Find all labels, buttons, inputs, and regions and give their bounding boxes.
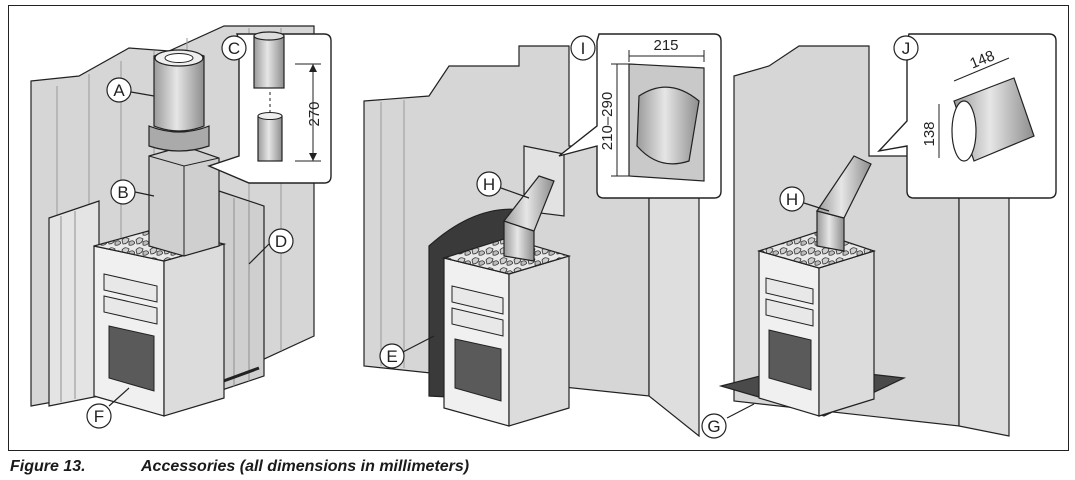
label-j: J <box>902 39 911 58</box>
panel-wall-connection: 215 210–290 <box>363 33 722 438</box>
dim-215-label: 215 <box>653 37 678 54</box>
label-b: B <box>117 183 128 202</box>
label-circles <box>86 35 919 439</box>
dim-138-label: 138 <box>921 121 938 146</box>
label-e-circle <box>379 343 405 369</box>
figure-frame: 270 215 210–290 <box>8 5 1069 451</box>
label-h1-circle <box>476 171 502 197</box>
panel-protective-sheath: 270 <box>30 25 332 417</box>
dim-210-290-label: 210–290 <box>599 92 616 150</box>
label-i: I <box>581 39 586 58</box>
connection-pipe-h <box>503 175 555 232</box>
panel-floor-protection: 148 138 <box>718 33 1057 437</box>
label-a: A <box>113 81 125 100</box>
label-c-circle <box>221 35 247 61</box>
figure-caption: Figure 13. Accessories (all dimensions i… <box>10 456 1070 478</box>
label-d-circle <box>268 228 294 254</box>
label-j-circle <box>893 35 919 61</box>
callout-c <box>207 33 332 184</box>
label-d: D <box>275 232 287 251</box>
connection-pipe-h2 <box>816 155 872 219</box>
label-g-circle <box>701 413 727 439</box>
label-a-circle <box>106 77 132 103</box>
label-h2: H <box>786 190 798 209</box>
side-panel-d <box>218 190 265 392</box>
label-g: G <box>707 417 720 436</box>
label-e: E <box>386 347 397 366</box>
figure-title: Accessories (all dimensions in millimete… <box>141 458 470 475</box>
label-h1: H <box>483 175 495 194</box>
label-b-circle <box>110 179 136 205</box>
label-f-circle <box>86 403 112 429</box>
label-f: F <box>94 407 104 426</box>
label-i-circle <box>570 35 596 61</box>
accessories-illustration: 270 215 210–290 <box>30 25 1057 439</box>
label-h2-circle <box>779 186 805 212</box>
dim-270-label: 270 <box>306 101 323 126</box>
label-c: C <box>228 39 240 58</box>
figure-number: Figure 13. <box>10 458 86 475</box>
